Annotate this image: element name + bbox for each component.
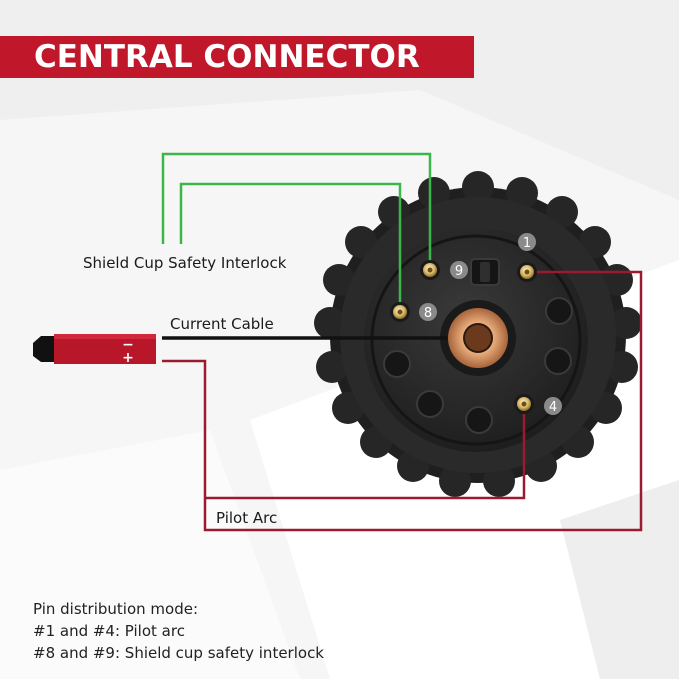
notes-line-1: #1 and #4: Pilot arc [33, 622, 185, 640]
green-wires [161, 152, 432, 312]
battery-minus-label: − [122, 337, 134, 353]
current-cable-label: Current Cable [170, 315, 274, 333]
pilot-arc-label: Pilot Arc [216, 509, 278, 527]
notes-heading: Pin distribution mode: [33, 600, 198, 618]
notes-line-2: #8 and #9: Shield cup safety interlock [33, 644, 324, 662]
page-title: CENTRAL CONNECTOR [34, 39, 420, 75]
battery-plus-label: + [122, 350, 134, 366]
pin-9: 9 [420, 260, 468, 280]
battery-icon: − + [33, 334, 156, 366]
pin-distribution-notes: Pin distribution mode: #1 and #4: Pilot … [33, 598, 324, 664]
socket-holes [383, 297, 573, 434]
pin-8: 8 [390, 302, 437, 322]
shield-cup-label: Shield Cup Safety Interlock [83, 254, 287, 272]
pin-8-label: 8 [424, 306, 432, 321]
pin-4: 4 [514, 394, 562, 415]
title-banner [0, 36, 474, 78]
pin-1-label: 1 [523, 236, 531, 251]
pin-1: 1 [517, 233, 537, 282]
pin-9-label: 9 [455, 264, 463, 279]
central-copper-socket [440, 300, 516, 376]
pin-4-label: 4 [549, 400, 557, 415]
red-wires [162, 270, 643, 532]
